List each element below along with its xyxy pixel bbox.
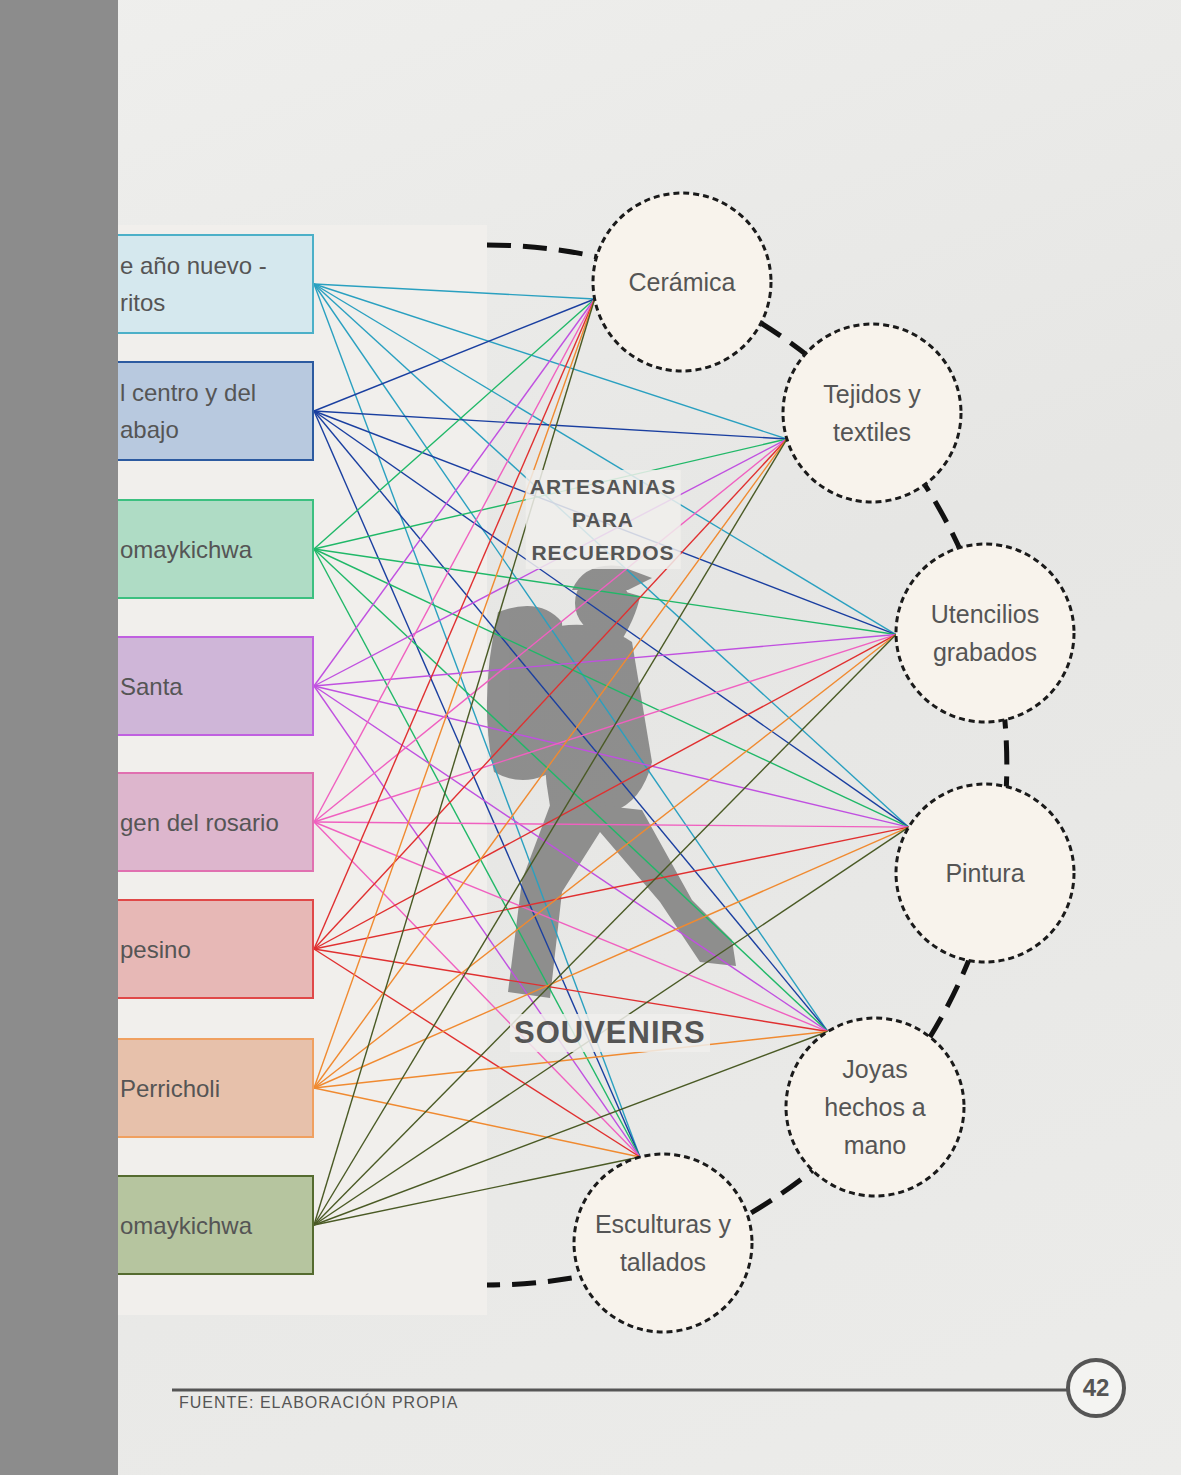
circle-outline bbox=[572, 1152, 754, 1334]
category-box: pesino bbox=[118, 899, 314, 999]
circle-shape bbox=[593, 193, 771, 371]
box-label: Perricholi bbox=[118, 1070, 304, 1107]
connector-line bbox=[314, 635, 896, 949]
connector-line bbox=[314, 549, 909, 827]
craft-circle: Pintura bbox=[894, 782, 1076, 964]
circle-label: Pintura bbox=[910, 854, 1060, 892]
connector-line bbox=[314, 686, 640, 1157]
circle-outline bbox=[781, 322, 963, 504]
category-box: omaykichwa bbox=[118, 499, 314, 599]
circle-label: Joyas hechos a mano bbox=[800, 1050, 950, 1164]
side-bar bbox=[0, 0, 118, 1475]
circle-label: Tejidos y textiles bbox=[797, 375, 947, 451]
box-label: Santa bbox=[118, 668, 304, 705]
circle-shape bbox=[786, 1018, 964, 1196]
connector-line bbox=[314, 822, 909, 827]
connector-line bbox=[314, 635, 896, 1088]
category-box: Perricholi bbox=[118, 1038, 314, 1138]
dashed-arc bbox=[487, 245, 1007, 1285]
connector-line bbox=[314, 284, 595, 299]
craft-circle: Utencilios grabados bbox=[894, 542, 1076, 724]
connector-line bbox=[314, 635, 896, 822]
footer-line bbox=[172, 1389, 1068, 1392]
connector-line bbox=[314, 439, 787, 949]
circle-shape bbox=[783, 324, 961, 502]
title-overlay: ARTESANIAS PARA RECUERDOS bbox=[526, 470, 681, 569]
connector-line bbox=[314, 411, 828, 1032]
connector-line bbox=[314, 299, 595, 1225]
category-box: gen del rosario bbox=[118, 772, 314, 872]
box-label: e año nuevo - ritos bbox=[118, 247, 304, 321]
source-note: FUENTE: ELABORACIÓN PROPIA bbox=[175, 1393, 462, 1413]
circle-label: Utencilios grabados bbox=[910, 595, 1060, 671]
connector-line bbox=[314, 949, 640, 1157]
connector-line bbox=[314, 299, 595, 411]
circle-outline bbox=[894, 542, 1076, 724]
category-box: Santa bbox=[118, 636, 314, 736]
page-number: 42 bbox=[1066, 1358, 1126, 1418]
craft-circle: Cerámica bbox=[591, 191, 773, 373]
box-label: omaykichwa bbox=[118, 1207, 304, 1244]
craft-circle: Joyas hechos a mano bbox=[784, 1016, 966, 1198]
circle-shape bbox=[574, 1154, 752, 1332]
connector-line bbox=[314, 1088, 640, 1157]
connector-line bbox=[314, 439, 787, 1225]
connector-line bbox=[314, 299, 595, 949]
connector-line bbox=[314, 1032, 828, 1225]
box-label: pesino bbox=[118, 931, 304, 968]
hiker-silhouette bbox=[487, 566, 736, 999]
connector-line bbox=[314, 686, 909, 827]
circle-shape bbox=[896, 544, 1074, 722]
circle-label: Cerámica bbox=[607, 263, 757, 301]
category-box: omaykichwa bbox=[118, 1175, 314, 1275]
connector-line bbox=[314, 284, 828, 1032]
circle-shape bbox=[896, 784, 1074, 962]
box-label: gen del rosario bbox=[118, 804, 304, 841]
craft-circle: Esculturas y tallados bbox=[572, 1152, 754, 1334]
connector-line bbox=[314, 299, 595, 1088]
connector-line bbox=[314, 686, 828, 1032]
circle-label: Esculturas y tallados bbox=[588, 1205, 738, 1281]
category-box: l centro y del abajo bbox=[118, 361, 314, 461]
connector-line bbox=[314, 822, 828, 1032]
box-label: omaykichwa bbox=[118, 531, 304, 568]
craft-circle: Tejidos y textiles bbox=[781, 322, 963, 504]
category-box: e año nuevo - ritos bbox=[118, 234, 314, 334]
souvenir-overlay: SOUVENIRS bbox=[510, 1014, 710, 1052]
box-label: l centro y del abajo bbox=[118, 374, 304, 448]
connector-line bbox=[314, 439, 787, 686]
